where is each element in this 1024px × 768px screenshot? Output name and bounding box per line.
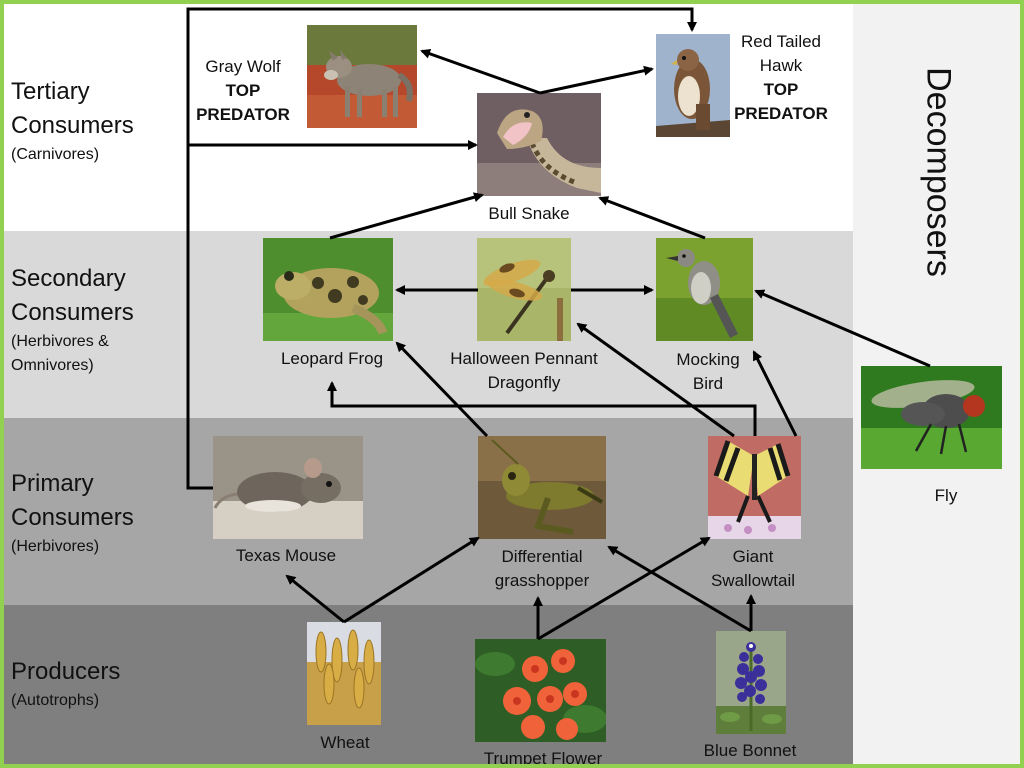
bull-snake-label: Bull Snake (488, 204, 570, 223)
level-subtitle: (Carnivores) (11, 146, 100, 163)
grasshopper-label: Differential grasshopper (494, 547, 590, 590)
bull-snake-photo (477, 93, 601, 196)
leopard-frog-photo (263, 238, 393, 341)
arrow-grasshopper-to-frog (395, 341, 489, 438)
grasshopper-photo (478, 436, 606, 539)
arrow-swallowtail-to-frog (327, 381, 757, 436)
texas-mouse-label: Texas Mouse (235, 546, 337, 565)
level-title: Primary Consumers (11, 470, 134, 531)
arrow-mouse-to-snake (186, 140, 478, 490)
level-subtitle: (Autotrophs) (11, 692, 100, 709)
level-subtitle: (Herbivores & Omnivores) (11, 333, 109, 374)
gray-wolf-photo (307, 25, 417, 128)
swallowtail-label: Giant Swallowtail (710, 547, 796, 590)
organism-name: Red Tailed Hawk (740, 32, 822, 75)
arrow-fly-to-mockingbird (754, 289, 931, 368)
level-subtitle: (Herbivores) (11, 538, 100, 555)
dragonfly-photo (477, 238, 571, 341)
level-label-primary: Primary Consumers (Herbivores) (11, 467, 134, 559)
level-label-producers: Producers (Autotrophs) (11, 655, 120, 713)
organism-name: Gray Wolf (205, 57, 281, 76)
texas-mouse-photo (213, 436, 363, 539)
blue-bonnet-label: Blue Bonnet (703, 741, 797, 760)
arrow-snake-to-wolf (420, 48, 541, 95)
level-label-tertiary: Tertiary Consumers (Carnivores) (11, 75, 134, 167)
gray-wolf-label: Gray Wolf TOP PREDATOR (190, 31, 296, 151)
arrow-swallowtail-to-dragonfly (576, 322, 735, 438)
arrow-wheat-to-grasshopper (343, 536, 480, 624)
wheat-label: Wheat (320, 733, 370, 752)
red-tailed-hawk-label: Red Tailed Hawk TOP PREDATOR (728, 6, 834, 150)
level-title: Producers (11, 658, 121, 685)
wheat-photo (307, 622, 381, 725)
arrow-swallowtail-to-mockingbird (752, 350, 798, 437)
band-producers (4, 605, 853, 768)
level-title: Secondary Consumers (11, 265, 134, 326)
trumpet-flower-label: Trumpet Flower (483, 749, 603, 768)
top-predator-tag: TOP PREDATOR (734, 80, 828, 123)
leopard-frog-label: Leopard Frog (280, 349, 384, 368)
mocking-bird-photo (656, 238, 753, 341)
level-label-secondary: Secondary Consumers (Herbivores & Omnivo… (11, 262, 134, 378)
dragonfly-label: Halloween Pennant Dragonfly (450, 349, 598, 392)
arrow-frog-to-snake (329, 192, 484, 240)
arrow-mockingbird-to-snake (598, 196, 706, 240)
trumpet-flower-photo (475, 639, 606, 742)
arrow-mouse-to-hawk (186, 7, 697, 145)
level-title: Tertiary Consumers (11, 78, 134, 139)
arrow-trumpet-to-swallowtail (537, 536, 711, 641)
red-tailed-hawk-photo (656, 34, 730, 137)
fly-label: Fly (934, 486, 958, 505)
arrow-wheat-to-mouse (285, 574, 345, 624)
arrow-snake-to-hawk (539, 65, 654, 95)
blue-bonnet-photo (716, 631, 786, 734)
top-predator-tag: TOP PREDATOR (196, 81, 290, 124)
fly-photo (861, 366, 1002, 469)
mocking-bird-label: Mocking Bird (676, 350, 740, 393)
arrow-bluebonnet-to-grasshopper (607, 545, 752, 633)
swallowtail-photo (708, 436, 801, 539)
